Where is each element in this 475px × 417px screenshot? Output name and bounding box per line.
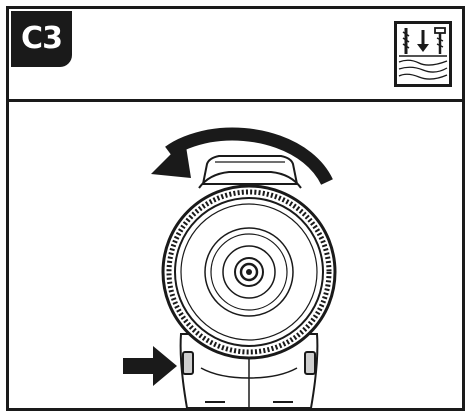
panel-header: C3 [9, 9, 462, 102]
drill-mode-icon [394, 21, 452, 87]
instruction-panel: C3 [6, 6, 465, 411]
collar-rotation-arrow-icon [151, 127, 333, 186]
drill-chuck-icon [161, 184, 337, 360]
drill-chuck-illustration [9, 102, 462, 409]
step-badge: C3 [11, 11, 72, 67]
pointer-arrow-icon [123, 346, 177, 386]
